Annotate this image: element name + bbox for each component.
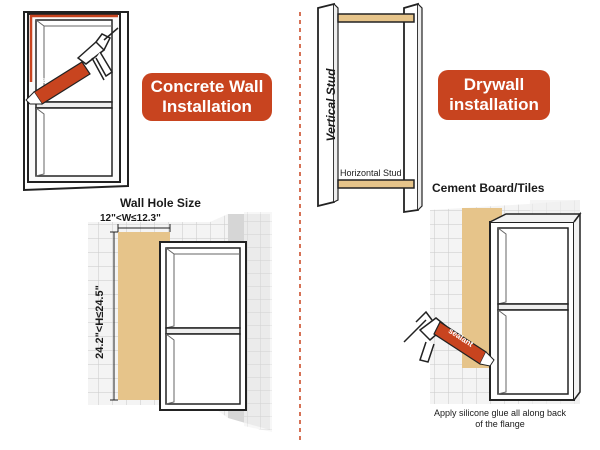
flange-caption-line1: Apply silicone glue all along back: [433, 408, 567, 418]
drywall-title-badge: Drywall installation: [438, 70, 550, 120]
height-dimension-label: 24.2"<H≤24.5": [94, 285, 106, 359]
concrete-title-line1: Concrete Wall: [150, 77, 264, 96]
drywall-title-line1: Drywall: [463, 75, 525, 94]
concrete-title-line2: Installation: [162, 97, 252, 116]
flange-caption-line2: of the flange: [475, 419, 525, 429]
stud-frame-illustration: [317, 2, 423, 214]
horizontal-stud-label: Horizontal Stud: [340, 168, 402, 178]
caulk-gun-icon-left: [25, 27, 119, 105]
wall-hole-illustration: [88, 212, 272, 432]
flange-caption: Apply silicone glue all along back of th…: [410, 408, 590, 430]
drywall-niche-illustration: [430, 200, 582, 404]
drywall-title-line2: installation: [449, 95, 539, 114]
caulk-gun-icon-right: [403, 310, 495, 367]
vertical-stud-label: Vertical Stud: [324, 68, 338, 142]
cement-board-label: Cement Board/Tiles: [432, 181, 545, 195]
wall-hole-size-label: Wall Hole Size: [120, 196, 201, 210]
width-dimension-label: 12"<W≤12.3": [100, 213, 161, 224]
concrete-title-badge: Concrete Wall Installation: [142, 73, 272, 121]
